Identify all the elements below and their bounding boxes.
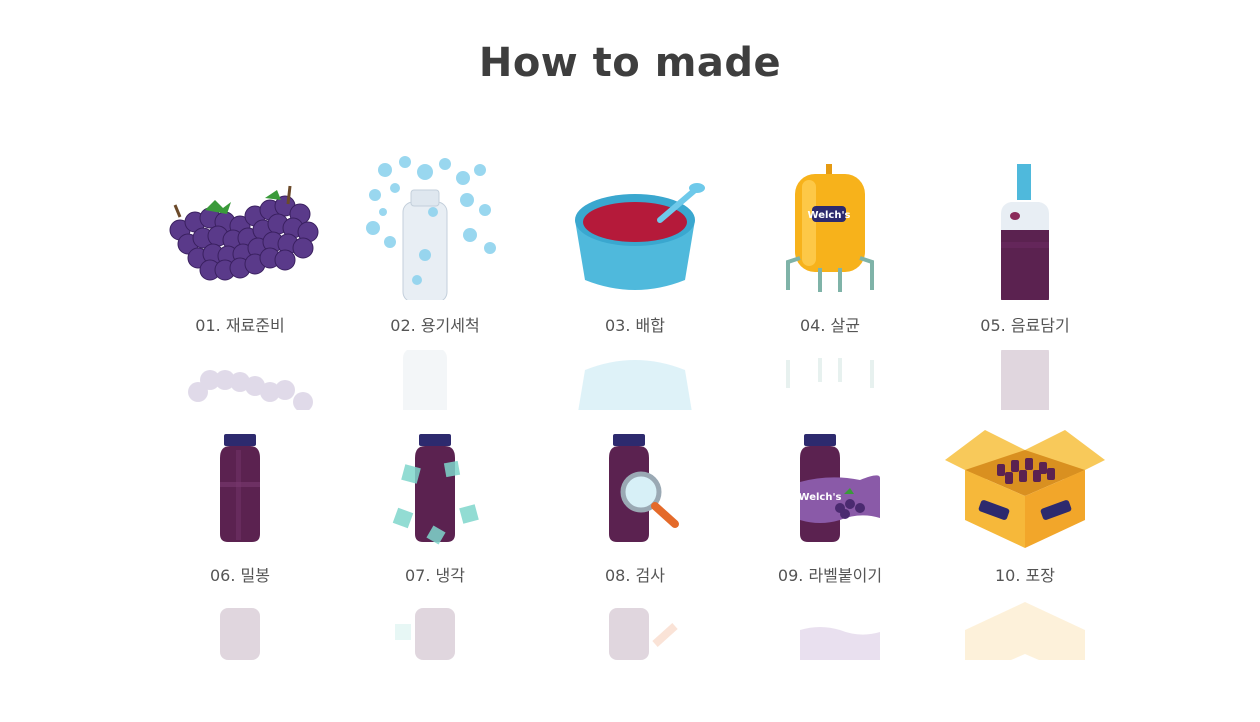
inspection-icon	[545, 400, 725, 550]
step-10: 10. 포장	[935, 400, 1115, 660]
cooling-bottle-icon	[345, 400, 525, 550]
step-4: Welch's 04. 살균	[740, 150, 920, 388]
reflection	[740, 600, 920, 660]
step-6: 06. 밀봉	[150, 400, 330, 660]
reflection	[150, 350, 330, 410]
step-label: 06. 밀봉	[210, 566, 270, 585]
sterilize-tank-icon: Welch's	[740, 150, 920, 300]
step-label: 09. 라벨붙이기	[777, 566, 883, 585]
page-title: How to made	[478, 40, 782, 86]
reflection	[345, 600, 525, 660]
reflection	[935, 350, 1115, 410]
step-7: 07. 냉각	[345, 400, 525, 660]
step-1: 01. 재료준비	[150, 150, 330, 410]
brand-logo: Welch's	[808, 210, 851, 221]
reflection	[740, 350, 920, 410]
step-3: 03. 배합	[545, 150, 725, 410]
reflection	[345, 350, 525, 410]
sealed-bottle-icon	[150, 400, 330, 550]
step-label: 08. 검사	[605, 566, 665, 585]
reflection	[545, 350, 725, 410]
reflection	[545, 600, 725, 660]
reflection	[935, 600, 1115, 660]
reflection	[150, 600, 330, 660]
mixing-bowl-icon	[545, 150, 725, 300]
step-2: 02. 용기세척	[345, 150, 525, 410]
step-label: 05. 음료담기	[980, 316, 1070, 335]
step-label: 02. 용기세척	[390, 316, 480, 335]
step-label: 04. 살균	[800, 316, 860, 335]
step-9: Welch's 09. 라벨붙이기	[740, 400, 920, 660]
filling-bottle-icon	[935, 150, 1115, 300]
grapes-icon	[150, 150, 330, 300]
labeling-icon: Welch's	[740, 400, 920, 550]
step-label: 01. 재료준비	[195, 316, 285, 335]
brand-logo: Welch's	[799, 492, 842, 503]
step-label: 10. 포장	[995, 566, 1055, 585]
step-5: 05. 음료담기	[935, 150, 1115, 410]
bottle-wash-icon	[345, 150, 525, 300]
step-label: 03. 배합	[605, 316, 665, 335]
step-label: 07. 냉각	[405, 566, 465, 585]
step-8: 08. 검사	[545, 400, 725, 660]
packaging-box-icon	[935, 400, 1115, 550]
